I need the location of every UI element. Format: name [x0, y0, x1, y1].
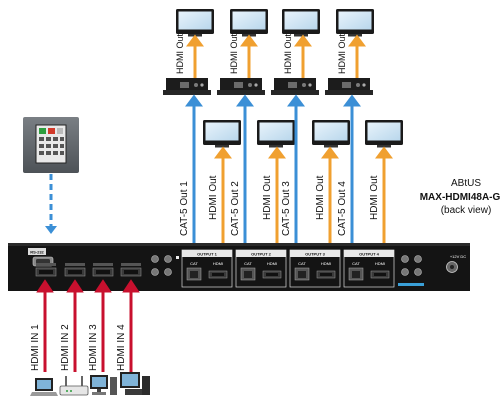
output-port-block-1: OUTPUT 1 CAT HDMI	[181, 249, 233, 288]
cat5-out-label-4: CAT-5 Out 4	[337, 181, 348, 236]
tv-monitor-icon	[365, 120, 403, 148]
hdmi-out-label-3: HDMI Out	[315, 175, 326, 220]
tv-monitor-icon	[257, 120, 295, 148]
receiver-hdmi-out-label-3: HDMI Out	[283, 33, 293, 74]
model-label: MAX-HDMI48A-G	[420, 192, 500, 203]
hdmi-in-label-2: HDMI IN 2	[60, 324, 71, 371]
cat5-out-label-3: CAT-5 Out 3	[281, 181, 292, 236]
receiver-hdmi-out-label-2: HDMI Out	[229, 33, 239, 74]
receiver-label-1: HDMI Out	[175, 33, 185, 74]
hdmi-in-label-1: HDMI IN 1	[30, 324, 41, 371]
tv-monitor-icon	[230, 9, 268, 37]
cat5-arrows	[185, 94, 361, 243]
cat-port-label-4: CAT	[352, 261, 360, 266]
router-icon	[59, 376, 89, 396]
output-port-label-2: OUTPUT 2	[251, 251, 272, 256]
desktop-pc-icon	[90, 375, 117, 395]
output-port-block-2: OUTPUT 2 CAT HDMI	[235, 249, 287, 288]
hdmi-input-ports	[35, 263, 142, 277]
tower-pc-icon	[120, 372, 150, 395]
cat-port-label-2: CAT	[244, 261, 252, 266]
hdmi-port-label-1: HDMI	[213, 261, 223, 266]
ir-jacks	[398, 255, 424, 286]
control-jacks	[151, 255, 179, 276]
rs232-arrow	[45, 174, 57, 234]
receiver-label-3: HDMI Out	[283, 33, 293, 74]
view-label: (back view)	[441, 205, 492, 216]
tv-monitor-icon	[203, 120, 241, 148]
output-port-label-4: OUTPUT 4	[359, 251, 380, 256]
receiver-hdmi-arrows	[186, 34, 366, 78]
receiver-hdmi-out-label-4: HDMI Out	[337, 33, 347, 74]
cat5-out-label-2: CAT-5 Out 2	[230, 181, 241, 236]
hdmi-port-label-2: HDMI	[267, 261, 277, 266]
power-label: +12V DC	[450, 254, 466, 259]
hdmi-out-label-2: HDMI Out	[262, 175, 273, 220]
hdbaset-receiver-3	[271, 78, 319, 95]
receiver-label-2: HDMI Out	[229, 33, 239, 74]
output-port-label-1: OUTPUT 1	[197, 251, 218, 256]
output-port-block-4: OUTPUT 4 CAT HDMI	[343, 249, 395, 288]
laptop-icon	[30, 378, 58, 396]
hdmi-in-label-3: HDMI IN 3	[88, 324, 99, 371]
hdmi-out-label-4: HDMI Out	[369, 175, 380, 220]
hdmi-out-label-1: HDMI Out	[208, 175, 219, 220]
power-jack: +12V DC	[446, 254, 466, 273]
hdbaset-receiver-1	[163, 78, 211, 95]
cat5-out-label-1: CAT-5 Out 1	[179, 181, 190, 236]
hdmi-port-label-3: HDMI	[321, 261, 331, 266]
cat-port-label-1: CAT	[190, 261, 198, 266]
brand-label: ABtUS	[451, 178, 481, 189]
cat-port-label-3: CAT	[298, 261, 306, 266]
hdmi-input-labels: HDMI IN 1 HDMI IN 2 HDMI IN 3 HDMI IN 4	[30, 324, 127, 371]
receiver-hdmi-out-label-1: HDMI Out	[175, 33, 185, 74]
hdbaset-receiver-2	[217, 78, 265, 95]
output-port-block-3: OUTPUT 3 CAT HDMI	[289, 249, 341, 288]
tv-monitor-icon	[336, 9, 374, 37]
hdmi-port-label-4: HDMI	[375, 261, 385, 266]
receiver-label-4: HDMI Out	[337, 33, 347, 74]
hdmi-out-arrows	[214, 146, 393, 243]
hdmi-input-arrows	[36, 279, 140, 372]
rs232-port-label: RS-232	[30, 250, 44, 255]
hdmi-in-label-4: HDMI IN 4	[116, 324, 127, 371]
tv-monitor-icon	[176, 9, 214, 37]
matrix-back-panel: RS-232 O	[8, 243, 470, 291]
wall-control-panel	[23, 117, 79, 173]
output-labels: CAT-5 Out 1 HDMI Out CAT-5 Out 2 HDMI Ou…	[179, 175, 380, 236]
tv-monitor-icon	[312, 120, 350, 148]
hdbaset-receiver-4	[325, 78, 373, 95]
tv-monitor-icon	[282, 9, 320, 37]
output-port-label-3: OUTPUT 3	[305, 251, 326, 256]
